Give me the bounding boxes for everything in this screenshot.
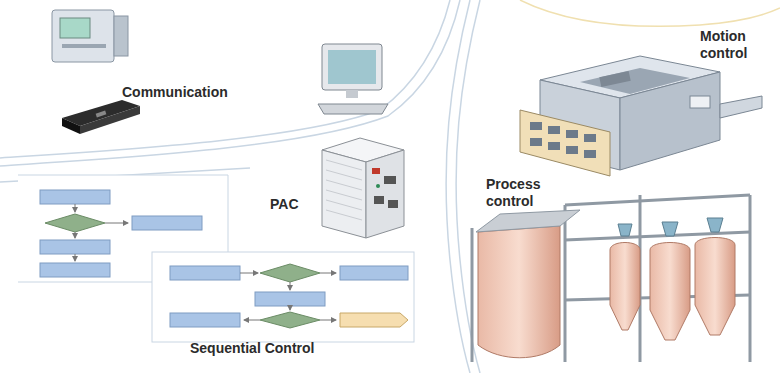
process-control-tanks [472, 195, 750, 362]
region-label: Process control [486, 176, 566, 210]
motion-control-machine [520, 56, 762, 176]
region-label: Communication [122, 84, 228, 101]
communication-devices [52, 10, 140, 134]
sequential-control-chart [18, 175, 414, 342]
computer-icon [318, 44, 388, 114]
pac-controller [322, 138, 404, 238]
region-label: PAC [270, 196, 299, 213]
region-label: Motion control [700, 28, 772, 62]
region-label: Sequential Control [190, 340, 314, 357]
